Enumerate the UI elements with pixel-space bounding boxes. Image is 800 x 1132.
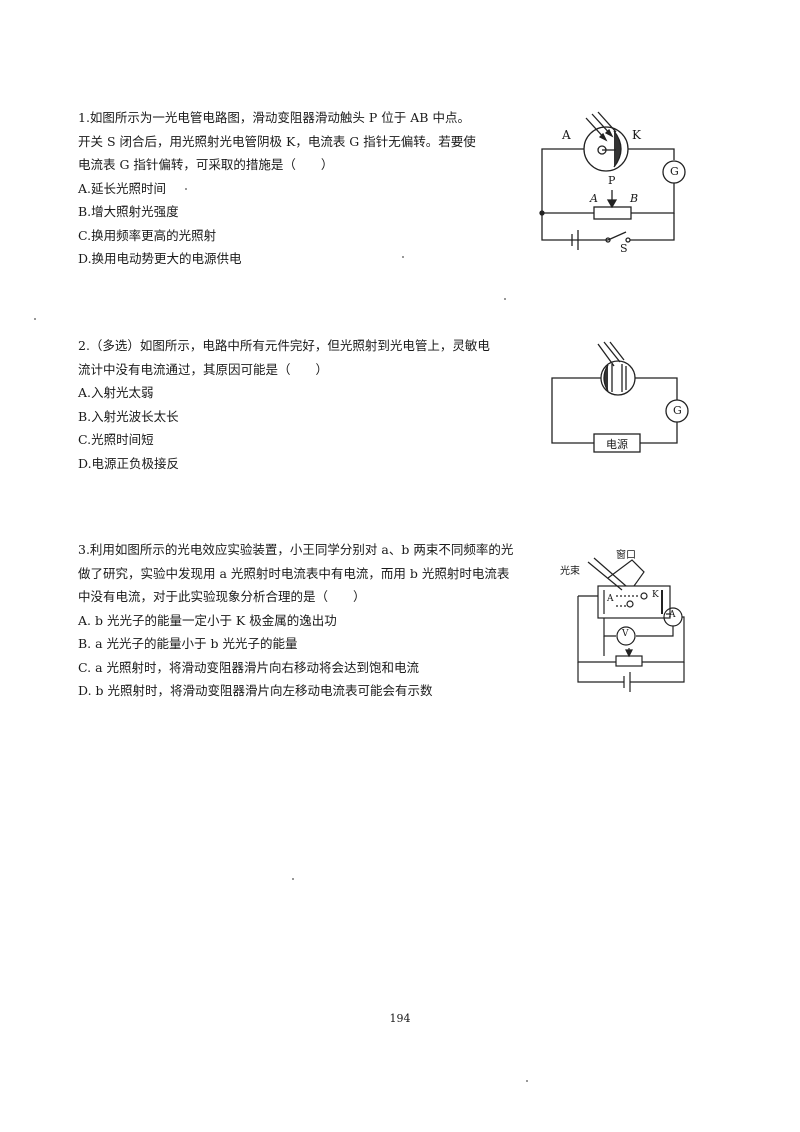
rheostat-icon	[615, 655, 643, 667]
label-resistor-b: B	[630, 192, 639, 205]
question-2-option-d[interactable]: D.电源正负极接反	[78, 455, 180, 471]
question-2-stem-line: 流计中没有电流通过，其原因可能是（ ）	[78, 361, 329, 377]
question-2: 2.（多选）如图所示，电路中所有元件完好，但光照射到光电管上，灵敏电 流计中没有…	[78, 334, 558, 475]
question-1-option-a[interactable]: A.延长光照时间	[78, 180, 167, 196]
page-number: 194	[389, 1012, 411, 1025]
question-3-option-b[interactable]: B. a 光光子的能量小于 b 光光子的能量	[78, 636, 298, 651]
label-anode-a: A	[607, 594, 614, 604]
slider-arrow	[606, 199, 618, 209]
scan-speck	[34, 318, 36, 320]
question-3-stem-line: 中没有电流，对于此实验现象分析合理的是（ ）	[78, 589, 366, 604]
question-3-option-d[interactable]: D. b 光照射时，将滑动变阻器滑片向左移动电流表可能会有示数	[78, 683, 433, 698]
label-voltmeter-v: V	[622, 629, 629, 639]
scan-speck	[526, 1080, 528, 1082]
question-1-stem-line: 开关 S 闭合后，用光照射光电管阴极 K，电流表 G 指针无偏转。若要使	[78, 133, 476, 149]
question-1-option-d[interactable]: D.换用电动势更大的电源供电	[78, 251, 242, 266]
question-1-stem-line: 1.如图所示为一光电管电路图，滑动变阻器滑动触头 P 位于 AB 中点。	[78, 110, 470, 125]
label-switch-s: S	[620, 242, 628, 255]
photoelectric-experiment-diagram: 光束 窗口 A K A V	[560, 548, 700, 692]
cathode-plate	[613, 130, 622, 168]
power-source-box	[593, 433, 641, 453]
label-light-beam: 光束	[560, 566, 580, 577]
question-3-option-a[interactable]: A. b 光光子的能量一定小于 K 极金属的逸出功	[78, 612, 337, 628]
label-cathode-k: K	[632, 128, 641, 142]
phototube-circuit-diagram-1: A K G P A B S	[528, 104, 698, 264]
phototube-circuit-diagram-2: G 电源	[542, 340, 692, 460]
label-power-source: 电源	[606, 438, 628, 451]
question-2-stem-line: 2.（多选）如图所示，电路中所有元件完好，但光照射到光电管上，灵敏电	[78, 338, 490, 353]
label-slider-p: P	[608, 174, 616, 187]
scan-speck	[504, 298, 506, 300]
question-1-option-b[interactable]: B.增大照射光强度	[78, 204, 179, 219]
question-2-option-b[interactable]: B.入射光波长太长	[78, 408, 179, 424]
scan-speck	[292, 878, 294, 880]
vacuum-tube-housing	[597, 585, 671, 619]
question-3-stem-line: 做了研究，实验中发现用 a 光照射时电流表中有电流，而用 b 光照射时电流表	[78, 565, 510, 581]
scan-speck	[402, 256, 404, 258]
question-3-option-c[interactable]: C. a 光照射时，将滑动变阻器滑片向右移动将会达到饱和电流	[78, 659, 419, 675]
question-2-option-c[interactable]: C.光照时间短	[78, 432, 154, 447]
question-3: 3.利用如图所示的光电效应实验装置，小王同学分别对 a、b 两束不同频率的光 做…	[78, 538, 558, 703]
question-1: 1.如图所示为一光电管电路图，滑动变阻器滑动触头 P 位于 AB 中点。 开关 …	[78, 106, 558, 271]
question-2-option-a[interactable]: A.入射光太弱	[78, 385, 154, 400]
label-galvanometer-g: G	[670, 165, 679, 178]
voltmeter-icon	[616, 626, 636, 646]
label-window: 窗口	[616, 550, 636, 561]
label-anode-a: A	[562, 128, 571, 142]
label-ammeter-a: A	[669, 610, 676, 620]
question-1-stem-line: 电流表 G 指针偏转，可采取的措施是（ ）	[78, 157, 334, 172]
label-resistor-a: A	[590, 192, 598, 205]
scan-speck	[185, 188, 187, 190]
label-galvanometer-g: G	[673, 404, 682, 417]
question-3-stem-line: 3.利用如图所示的光电效应实验装置，小王同学分别对 a、b 两束不同频率的光	[78, 542, 514, 557]
question-1-option-c[interactable]: C.换用频率更高的光照射	[78, 227, 217, 243]
label-cathode-k: K	[652, 590, 659, 600]
